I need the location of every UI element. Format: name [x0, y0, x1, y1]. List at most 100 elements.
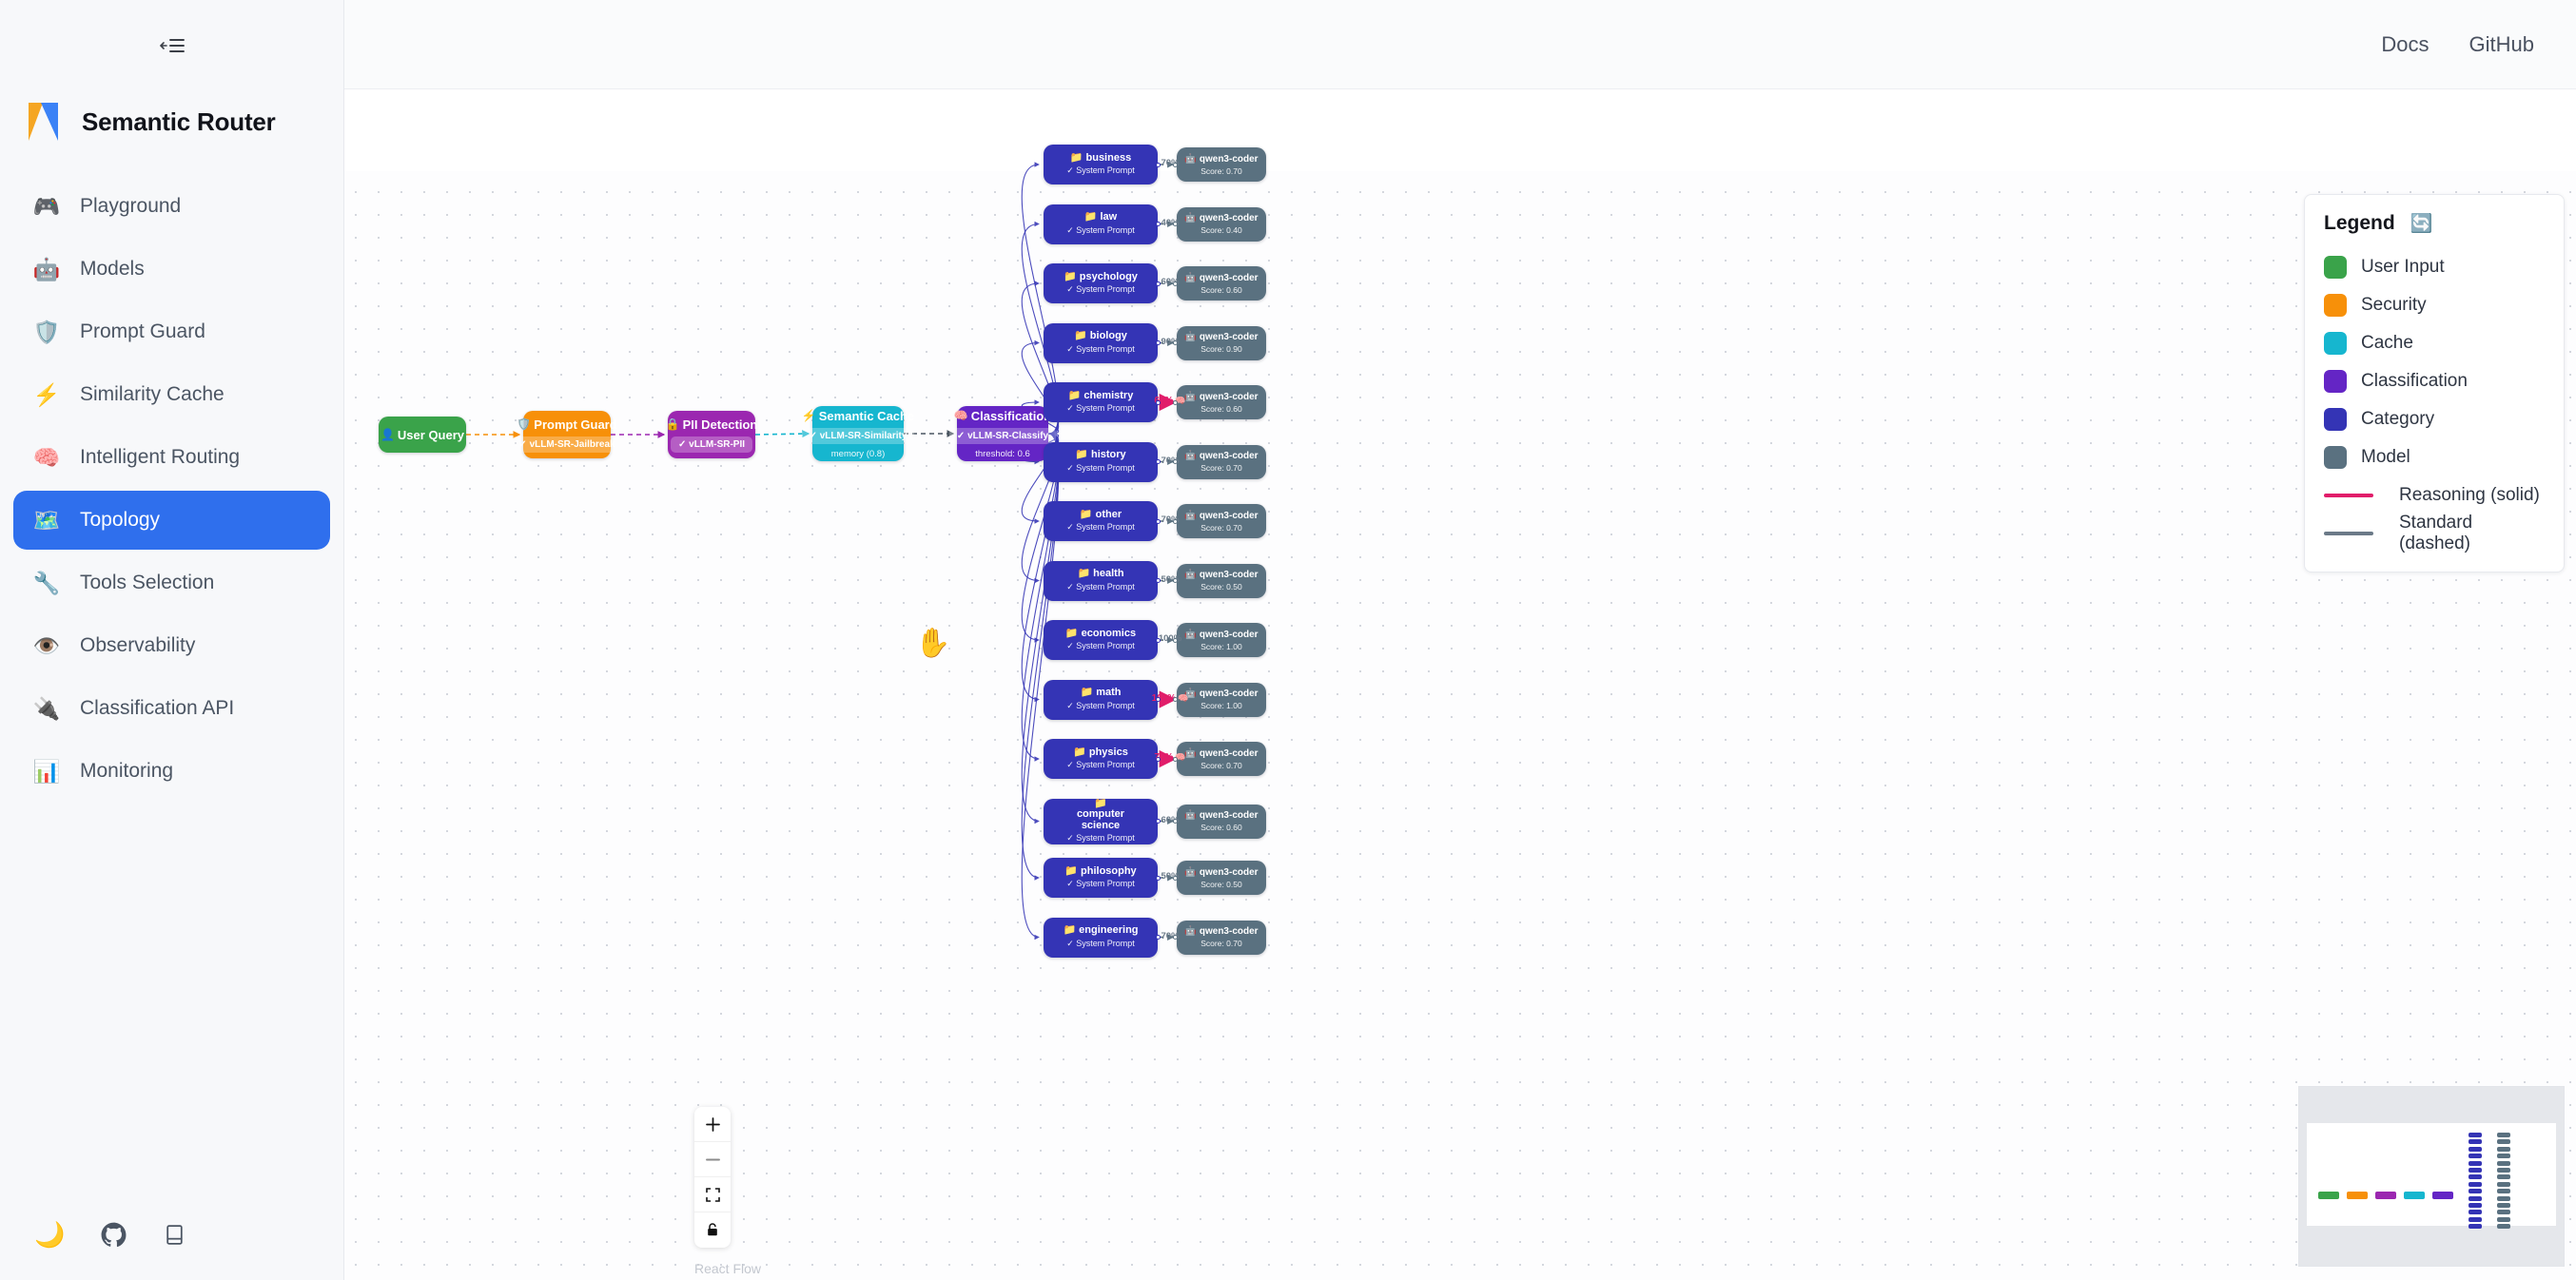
minimap[interactable] — [2298, 1086, 2565, 1267]
edge-handle[interactable] — [1172, 162, 1178, 167]
category-node-psychology[interactable]: 📁psychology✓ System Prompt — [1044, 263, 1158, 303]
minimap-node — [2497, 1139, 2510, 1145]
edge-handle[interactable] — [1172, 637, 1178, 643]
docs-book-icon[interactable] — [163, 1223, 186, 1247]
edge-handle[interactable] — [1172, 281, 1178, 286]
category-node-other[interactable]: 📁other✓ System Prompt — [1044, 501, 1158, 541]
react-flow-attribution[interactable]: React Flow — [694, 1261, 762, 1276]
sidebar-item-models[interactable]: 🤖Models — [13, 240, 330, 299]
model-score: Score: 0.60 — [1200, 403, 1242, 414]
refresh-icon[interactable]: 🔄 — [2410, 214, 2433, 234]
github-link[interactable]: GitHub — [2469, 31, 2534, 56]
sidebar-item-observability[interactable]: 👁️Observability — [13, 616, 330, 675]
category-node-law[interactable]: 📁law✓ System Prompt — [1044, 204, 1158, 244]
model-label: qwen3-coder — [1199, 510, 1259, 521]
dark-mode-toggle-icon[interactable]: 🌙 — [34, 1219, 66, 1249]
category-node-health[interactable]: 📁health✓ System Prompt — [1044, 560, 1158, 601]
node-user-query[interactable]: 👤User Query — [379, 417, 466, 453]
sidebar-item-intelligent-routing[interactable]: 🧠Intelligent Routing — [13, 428, 330, 487]
edge-label-philosophy: 50% — [1161, 871, 1180, 882]
minimap-node — [2469, 1189, 2482, 1194]
hand-cursor-icon: ✋ — [915, 628, 951, 659]
category-node-economics[interactable]: 📁economics✓ System Prompt — [1044, 620, 1158, 660]
edge-handle[interactable] — [1172, 756, 1178, 762]
sidebar-item-prompt-guard[interactable]: 🛡️Prompt Guard — [13, 302, 330, 361]
category-node-math[interactable]: 📁math✓ System Prompt — [1044, 679, 1158, 720]
edge-handle[interactable] — [1155, 875, 1161, 881]
edge-handle[interactable] — [1155, 162, 1161, 167]
brand[interactable]: Semantic Router — [0, 91, 343, 152]
category-label: health — [1093, 568, 1124, 580]
edge-handle[interactable] — [1155, 518, 1161, 524]
category-node-chemistry[interactable]: 📁chemistry✓ System Prompt — [1044, 382, 1158, 422]
fit-view-button[interactable] — [694, 1177, 731, 1212]
category-node-business[interactable]: 📁business✓ System Prompt — [1044, 145, 1158, 184]
edge-handle[interactable] — [1155, 756, 1161, 762]
category-node-philosophy[interactable]: 📁philosophy✓ System Prompt — [1044, 858, 1158, 898]
model-node-title: 🤖qwen3-coder — [1184, 810, 1258, 821]
edge-handle[interactable] — [1155, 697, 1161, 702]
edge-handle[interactable] — [1155, 340, 1161, 345]
category-node-biology[interactable]: 📁biology✓ System Prompt — [1044, 322, 1158, 363]
category-node-engineering[interactable]: 📁engineering✓ System Prompt — [1044, 917, 1158, 958]
edge-handle[interactable] — [1172, 875, 1178, 881]
edge-handle[interactable] — [1172, 222, 1178, 226]
edge-handle[interactable] — [1172, 697, 1178, 702]
sidebar-item-topology[interactable]: 🗺️Topology — [13, 491, 330, 550]
edge-handle[interactable] — [1172, 578, 1178, 583]
edge-handle[interactable] — [1155, 459, 1161, 464]
edge-handle[interactable] — [1155, 637, 1161, 643]
edge-handle[interactable] — [1155, 819, 1161, 824]
collapse-sidebar-icon[interactable] — [153, 29, 191, 62]
edge-handle[interactable] — [1172, 819, 1178, 824]
node-prompt-guard[interactable]: 🛡️Prompt Guard✓ vLLM-SR-Jailbreak — [511, 411, 623, 458]
sidebar-item-classification-api[interactable]: 🔌Classification API — [13, 679, 330, 738]
model-label: qwen3-coder — [1199, 451, 1259, 461]
category-node-history[interactable]: 📁history✓ System Prompt — [1044, 441, 1158, 482]
sidebar-item-playground[interactable]: 🎮Playground — [13, 177, 330, 236]
edge-handle[interactable] — [1155, 399, 1161, 405]
edge-handle[interactable] — [1155, 578, 1161, 583]
topology-canvas[interactable]: 👤User Query 🛡️Prompt Guard✓ vLLM-SR-Jailb… — [344, 89, 2576, 1280]
category-node-physics[interactable]: 📁physics✓ System Prompt — [1044, 739, 1158, 779]
sidebar-item-label: Similarity Cache — [80, 383, 224, 405]
zoom-out-button[interactable] — [694, 1142, 731, 1177]
edge-handle[interactable] — [1172, 399, 1178, 405]
sidebar-item-tools-selection[interactable]: 🔧Tools Selection — [13, 553, 330, 612]
edge-handle[interactable] — [1155, 222, 1161, 226]
github-icon[interactable] — [101, 1222, 127, 1248]
zoom-in-button[interactable] — [694, 1107, 731, 1142]
node-pii-detection[interactable]: 🔒PII Detection✓ vLLM-SR-PII — [666, 411, 757, 458]
edge-handle[interactable] — [1155, 281, 1161, 286]
sidebar-item-monitoring[interactable]: 📊Monitoring — [13, 742, 330, 801]
sidebar-item-similarity-cache[interactable]: ⚡Similarity Cache — [13, 365, 330, 424]
edge-handle[interactable] — [1155, 935, 1161, 940]
edge-handle[interactable] — [1172, 935, 1178, 940]
edge-handle[interactable] — [1172, 459, 1178, 464]
edge-handle[interactable] — [1172, 518, 1178, 524]
folder-icon: 📁 — [1064, 864, 1079, 877]
docs-link[interactable]: Docs — [2381, 31, 2430, 56]
sidebar-footer: 🌙 — [0, 1189, 343, 1280]
legend-item-user-input: User Input — [2324, 248, 2545, 286]
edge-handle[interactable] — [1172, 340, 1178, 345]
lock-button[interactable] — [694, 1212, 731, 1248]
